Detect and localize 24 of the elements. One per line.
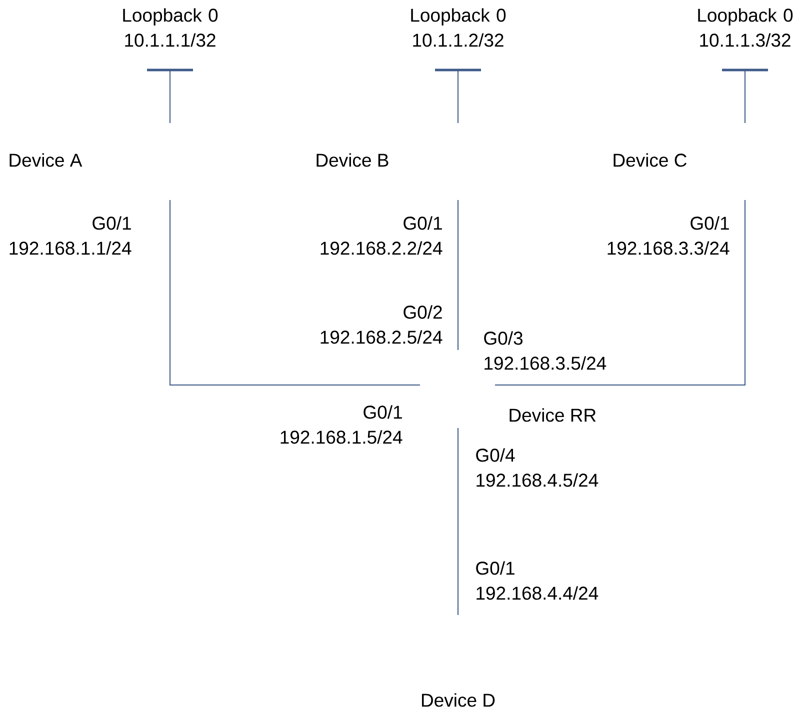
interface-label: 192.168.4.4/24 bbox=[476, 586, 598, 600]
device-label: Device B bbox=[316, 153, 388, 167]
interface-label: 192.168.1.1/24 bbox=[10, 241, 132, 255]
interface-label: G0/1 bbox=[364, 405, 402, 419]
interface-label: 192.168.2.5/24 bbox=[320, 330, 442, 344]
interface-label: 192.168.3.5/24 bbox=[484, 356, 606, 370]
device-label: Device C bbox=[614, 153, 687, 167]
loopback-label: Loopback 0 10.1.1.2/32 bbox=[411, 8, 506, 47]
interface-label: G0/1 bbox=[92, 216, 131, 230]
loopback-label: Loopback 0 10.1.1.3/32 bbox=[698, 8, 793, 47]
device-label: Device D bbox=[422, 693, 495, 707]
interface-label: G0/1 bbox=[404, 216, 442, 230]
interface-label: G0/1 bbox=[476, 561, 514, 575]
interface-label: G0/2 bbox=[404, 305, 442, 319]
interface-label: G0/3 bbox=[484, 331, 522, 345]
interface-label: G0/1 bbox=[690, 216, 729, 230]
loopback-label: Loopback 0 10.1.1.1/32 bbox=[123, 8, 218, 47]
interface-label: 192.168.2.2/24 bbox=[320, 241, 442, 255]
interface-label: 192.168.1.5/24 bbox=[280, 430, 402, 444]
device-label: Device A bbox=[10, 153, 82, 167]
interface-label: 192.168.4.5/24 bbox=[476, 473, 598, 487]
interface-label: 192.168.3.3/24 bbox=[608, 241, 730, 255]
device-label: Device RR bbox=[510, 408, 596, 422]
interface-label: G0/4 bbox=[476, 448, 515, 462]
